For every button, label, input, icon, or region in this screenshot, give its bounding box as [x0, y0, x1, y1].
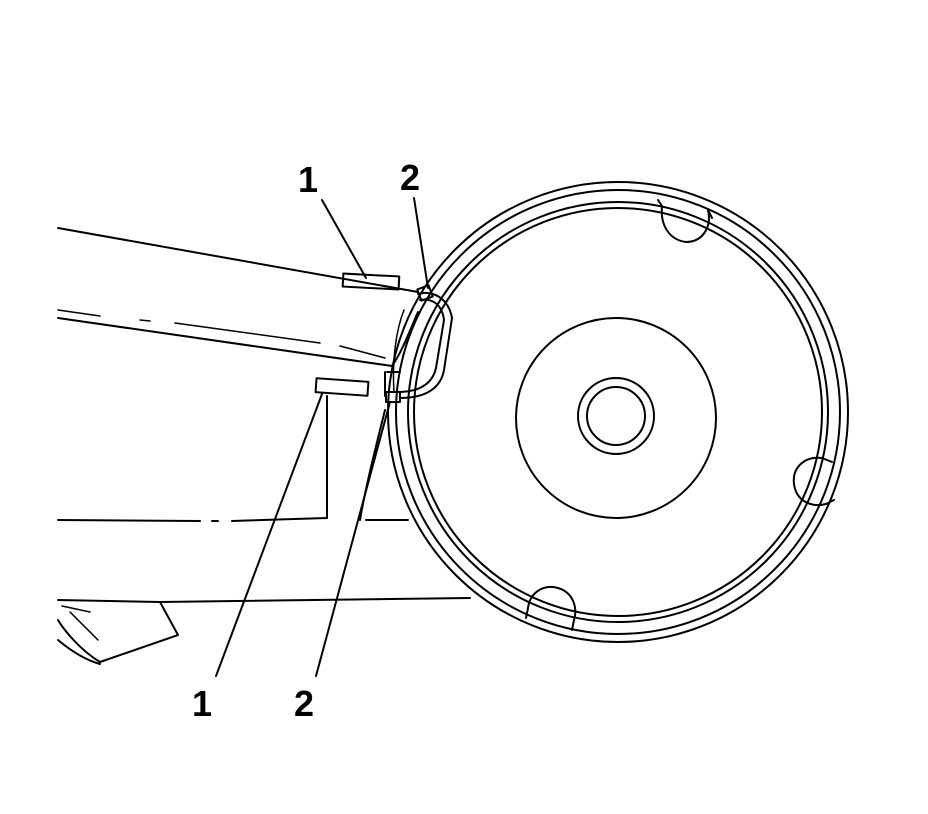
fastener-slots — [314, 272, 401, 397]
callout-label-bottom-1: 1 — [192, 683, 212, 724]
leader-line-top-1 — [321, 199, 367, 279]
leader-line-bottom-1 — [215, 393, 323, 677]
fastener-slot-lower — [314, 377, 370, 397]
center-bore-inner — [586, 386, 646, 446]
circular-disc — [387, 181, 849, 643]
clip-tab-upper — [416, 284, 434, 302]
hub-circle — [515, 317, 717, 519]
rim-tabs — [525, 199, 835, 631]
clip-bracket — [385, 284, 453, 403]
arm-body — [57, 227, 419, 522]
clip-tab-lower — [385, 391, 401, 403]
callout-label-bottom-2: 2 — [294, 683, 314, 724]
callout-label-top-1: 1 — [298, 159, 318, 200]
leader-line-bottom-2 — [315, 401, 391, 677]
lower-bracket — [57, 597, 471, 665]
callout-label-top-2: 2 — [400, 157, 420, 198]
leader-lines — [215, 197, 429, 677]
leader-line-top-2 — [413, 197, 429, 289]
fastener-slot-upper — [341, 272, 401, 291]
center-bore-outer — [577, 377, 655, 455]
